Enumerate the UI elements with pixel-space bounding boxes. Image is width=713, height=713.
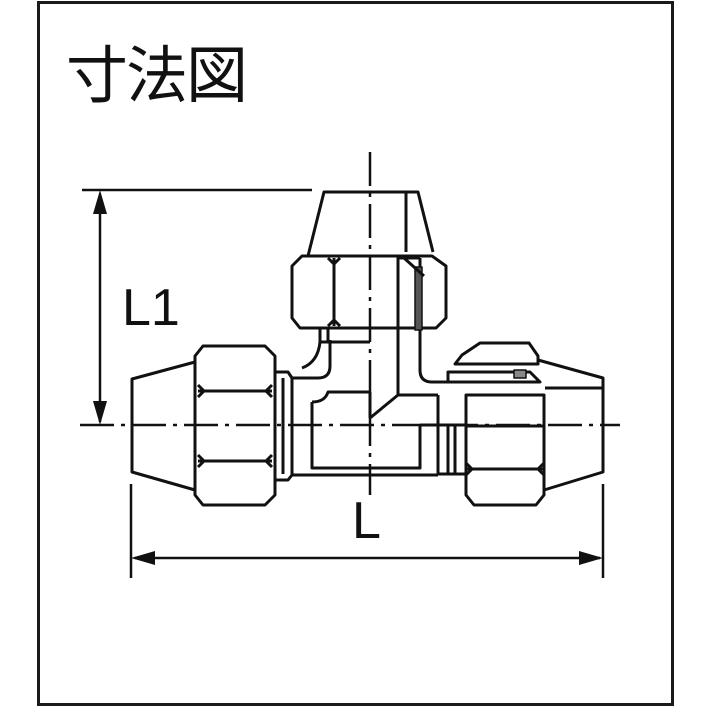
tee-body <box>292 256 455 477</box>
l1-label: L1 <box>122 279 180 337</box>
left-flare-nut <box>130 344 294 507</box>
branch-flare-nut <box>290 190 448 370</box>
drawing-frame <box>37 1 674 706</box>
arrow-left-icon <box>131 551 155 565</box>
right-flare-nut <box>438 341 605 507</box>
arrow-down-icon <box>93 401 107 425</box>
dimension-l1 <box>82 188 312 425</box>
arrow-right-icon <box>579 551 603 565</box>
page-title: 寸法図 <box>66 39 248 112</box>
dimension-l <box>129 484 605 578</box>
arrow-up-icon <box>93 190 107 214</box>
l-label: L <box>352 492 381 550</box>
